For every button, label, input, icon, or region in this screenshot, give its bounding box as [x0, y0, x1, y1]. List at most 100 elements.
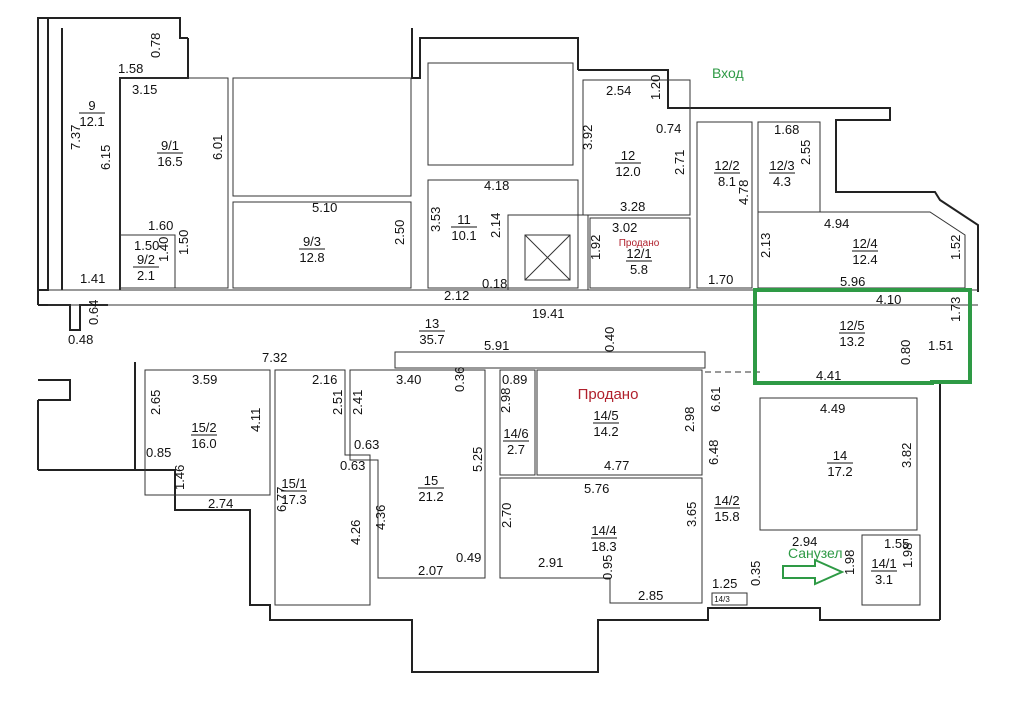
room-number: 15/1 [281, 476, 306, 491]
dimension-label: 4.10 [876, 292, 901, 307]
dimension-label: 2.12 [444, 288, 469, 303]
dimension-label: 1.60 [148, 218, 173, 233]
room-number: 14 [833, 448, 847, 463]
dimension-label: 6.15 [98, 145, 113, 170]
room-area: 35.7 [419, 332, 444, 347]
dimension-label: 2.14 [488, 213, 503, 238]
dimension-label: 3.59 [192, 372, 217, 387]
dimension-label: 2.94 [792, 534, 817, 549]
highlight-unit-12-5 [753, 288, 972, 385]
room-number: 12/4 [852, 236, 877, 251]
dimension-label: 2.70 [499, 503, 514, 528]
dimension-label: 1.68 [774, 122, 799, 137]
dimension-label: 3.02 [612, 220, 637, 235]
room-outlines [48, 62, 978, 606]
dimension-label: 1.73 [948, 297, 963, 322]
dimension-label: 0.48 [68, 332, 93, 347]
room-area: 12.4 [852, 252, 877, 267]
sold-label-14-5: Продано [578, 386, 639, 403]
dimension-label: 19.41 [532, 306, 565, 321]
room-number: 12 [621, 148, 635, 163]
room-area: 8.1 [718, 174, 736, 189]
room-number: 11 [457, 212, 471, 227]
dimension-label: 2.98 [682, 407, 697, 432]
dimension-label: 2.07 [418, 563, 443, 578]
room-number: 12/1 [626, 246, 651, 261]
room-area: 14.2 [593, 424, 618, 439]
room-number: 14/6 [503, 426, 528, 441]
dimension-label: 1.55 [884, 536, 909, 551]
dimension-label: 3.53 [428, 207, 443, 232]
dimension-label: 0.36 [452, 367, 467, 392]
room-number: 15 [424, 473, 438, 488]
room-area: 21.2 [418, 489, 443, 504]
room-number: 9/2 [137, 252, 155, 267]
dimension-label: 1.92 [588, 235, 603, 260]
dimension-label: 2.91 [538, 555, 563, 570]
room-number: 14/5 [593, 408, 618, 423]
dimension-label: 1.98 [900, 543, 915, 568]
dimension-label: 4.41 [816, 368, 841, 383]
dimension-label: 3.65 [684, 502, 699, 527]
dimension-label: 1.51 [928, 338, 953, 353]
room-area: 12.0 [615, 164, 640, 179]
room-labels: 912.19/116.59/22.19/312.81110.11212.012/… [79, 98, 897, 604]
dimension-label: 7.37 [68, 125, 83, 150]
dimension-label: 4.78 [736, 180, 751, 205]
dimension-label: 1.46 [172, 465, 187, 490]
dimension-label: 6.77 [274, 487, 289, 512]
room-area: 2.1 [137, 268, 155, 283]
room-area: 4.3 [773, 174, 791, 189]
room-number: 15/2 [191, 420, 216, 435]
dimension-label: 0.49 [456, 550, 481, 565]
dimension-label: 6.61 [708, 387, 723, 412]
room-area: 10.1 [451, 228, 476, 243]
room-number: 14/3 [714, 595, 730, 604]
dimension-label: 5.10 [312, 200, 337, 215]
dimension-label: 1.20 [648, 75, 663, 100]
room-area: 13.2 [839, 334, 864, 349]
room-number: 14/1 [871, 556, 896, 571]
dimension-label: 2.16 [312, 372, 337, 387]
dimension-label: 5.76 [584, 481, 609, 496]
dimension-label: 3.15 [132, 82, 157, 97]
sold-label-12-1: Продано [619, 238, 660, 249]
dimension-label: 2.71 [672, 150, 687, 175]
room-area: 16.5 [157, 154, 182, 169]
dimension-label: 4.11 [248, 408, 263, 432]
room-area: 12.1 [79, 114, 104, 129]
dimension-label: 4.18 [484, 178, 509, 193]
dimension-label: 0.95 [600, 555, 615, 580]
dimension-label: 0.40 [602, 327, 617, 352]
room-number: 12/5 [839, 318, 864, 333]
room-area: 5.8 [630, 262, 648, 277]
dimension-label: 0.63 [354, 437, 379, 452]
room-number: 12/2 [714, 158, 739, 173]
dimension-label: 1.50 [134, 238, 159, 253]
dimension-label: 2.85 [638, 588, 663, 603]
room-area: 3.1 [875, 572, 893, 587]
room-area: 17.2 [827, 464, 852, 479]
dimension-label: 2.98 [498, 388, 513, 413]
dimension-label: 4.49 [820, 401, 845, 416]
dimension-label: 3.28 [620, 199, 645, 214]
room-number: 13 [425, 316, 439, 331]
dimension-label: 1.40 [156, 237, 171, 262]
dimension-label: 4.26 [348, 520, 363, 545]
dimension-label: 6.48 [706, 440, 721, 465]
dimension-label: 1.70 [708, 272, 733, 287]
dimension-label: 1.98 [842, 550, 857, 575]
dimension-label: 2.51 [330, 390, 345, 415]
room-area: 17.3 [281, 492, 306, 507]
room-number: 9 [88, 98, 95, 113]
dimension-label: 1.25 [712, 576, 737, 591]
bathroom-label: Санузел [788, 545, 843, 561]
dimension-label: 0.80 [898, 340, 913, 365]
dimension-label: 2.65 [148, 390, 163, 415]
dimension-label: 3.40 [396, 372, 421, 387]
dimension-label: 5.25 [470, 447, 485, 472]
dimension-label: 0.64 [86, 300, 101, 325]
room-area: 2.7 [507, 442, 525, 457]
